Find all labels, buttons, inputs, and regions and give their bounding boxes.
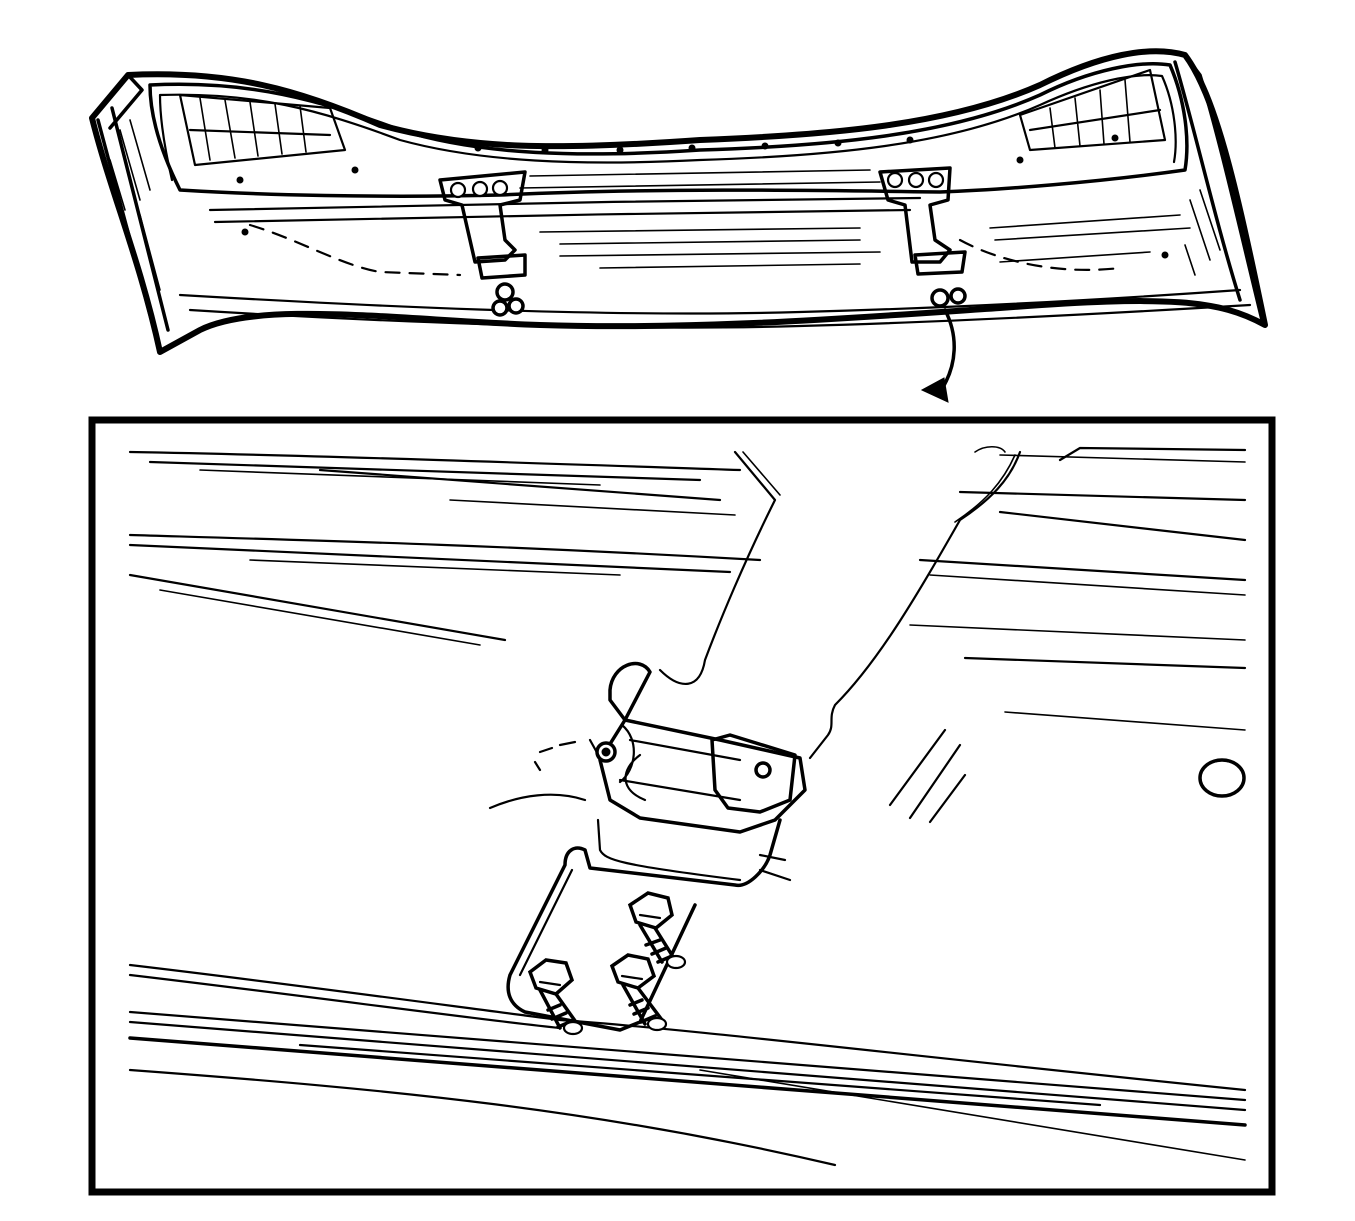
detail-view [128, 445, 1247, 1167]
mounting-bolt-2 [527, 958, 584, 1036]
right-side-detail [1184, 189, 1221, 276]
right-window-cutout [1018, 68, 1167, 152]
lower-sill-lines [128, 963, 1247, 1167]
seal-dashed-line-right [958, 238, 1122, 271]
deck-lid-inner-frame-2 [158, 74, 1177, 182]
top-edge-fasteners [236, 134, 1169, 259]
panel-strip-lines [178, 169, 1252, 329]
callout-arrow [920, 308, 956, 403]
left-window-cutout [178, 93, 347, 167]
hinge-mounting-plate [506, 818, 782, 1032]
deck-lid-left-end [90, 73, 170, 354]
upper-panel-lines [128, 445, 1247, 731]
deck-lid-overview [89, 48, 1268, 355]
hinge-knuckle [588, 661, 807, 834]
left-hinge-overview [438, 170, 527, 317]
deck-lid-inner-frame [148, 62, 1189, 198]
mounting-bolt-1 [627, 891, 687, 970]
deck-lid-right-end [1173, 53, 1264, 322]
panel-detail-marks [488, 728, 967, 882]
right-hinge-overview [878, 166, 967, 308]
deck-lid-outer-edge [89, 48, 1268, 355]
left-side-detail [109, 119, 161, 291]
hinge-strap-arm [658, 450, 1022, 760]
access-hole [1198, 758, 1246, 798]
detail-frame [88, 416, 1276, 1196]
seal-dashed-line-left [248, 223, 462, 277]
mounting-bolt-3 [609, 953, 668, 1032]
